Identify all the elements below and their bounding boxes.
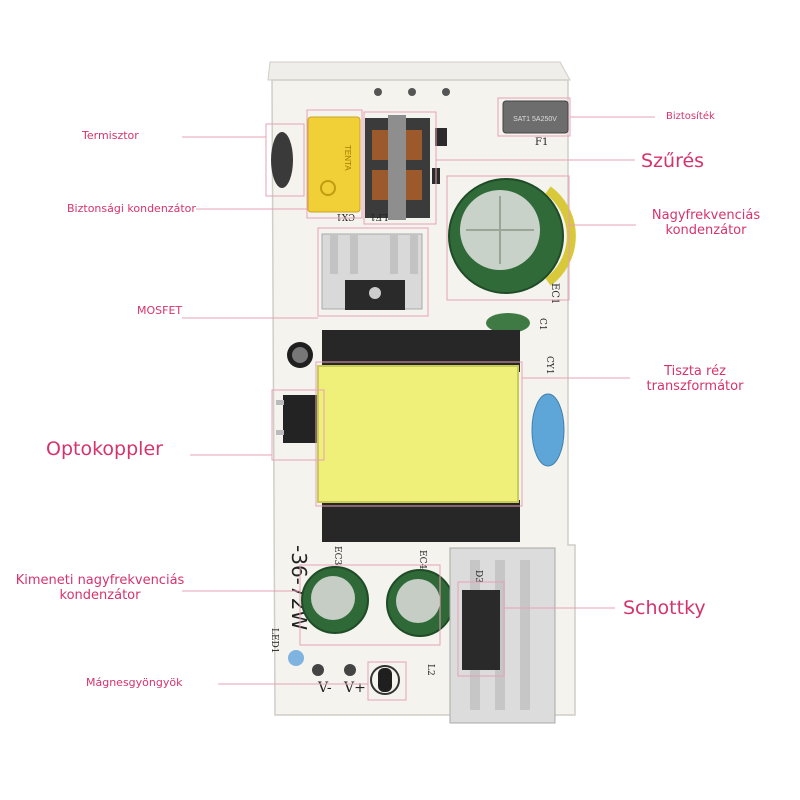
transformer-bobbin-bottom (322, 500, 520, 542)
output-capacitor-label-line1: Kimeneti nagyfrekvenciás (15, 573, 185, 588)
fuse-label: Biztosíték (666, 111, 715, 122)
cx1-text: CX1 (336, 211, 355, 221)
capacitor-brand-text: TENTA (343, 145, 352, 171)
filter-label: Szűrés (641, 150, 705, 172)
led1-text: LED1 (269, 628, 279, 654)
optocoupler-label: Optokoppler (46, 438, 163, 460)
lf1-text: LF1 (370, 211, 388, 221)
annotation-boxes (265, 97, 571, 701)
leader-lines (182, 116, 655, 685)
ec3-text: EC3 (332, 546, 342, 565)
mount-hole (408, 88, 416, 96)
transformer-label-line2: transzformátor (646, 379, 744, 394)
optocoupler-component (283, 395, 318, 443)
v-minus-text: V- (317, 680, 332, 696)
d3-text: D3 (473, 570, 483, 583)
fuse-component (502, 100, 569, 134)
hf-capacitor-label: Nagyfrekvenciás kondenzátor (636, 208, 776, 238)
transformer-label-line1: Tiszta réz (664, 364, 726, 379)
schottky-component (462, 590, 500, 670)
c1-capacitor (486, 313, 530, 333)
transformer-core (317, 365, 519, 503)
cy1-text: CY1 (544, 356, 554, 375)
l2-text: L2 (425, 664, 435, 676)
fuse-code-text: SAT1 5A250V (513, 116, 557, 123)
y-capacitor-component (531, 393, 565, 467)
magnetic-bead-label: Mágnesgyöngyök (86, 676, 183, 689)
thermistor-label: Termisztor (82, 129, 139, 142)
output-capacitor-label: Kimeneti nagyfrekvenciás kondenzátor (12, 573, 188, 603)
magnetic-bead-component (370, 665, 400, 695)
schottky-label: Schottky (623, 597, 706, 619)
mount-hole (374, 88, 382, 96)
board-top-tab (267, 61, 571, 81)
output-capacitor-label-line2: kondenzátor (59, 588, 141, 603)
f1-text: F1 (535, 137, 548, 148)
led-component (288, 650, 304, 666)
mosfet-label: MOSFET (137, 304, 183, 317)
c1-text: C1 (537, 318, 547, 331)
transformer-label: Tiszta réz transzformátor (630, 364, 760, 394)
hf-capacitor-label-line1: Nagyfrekvenciás (651, 208, 761, 223)
mount-hole (442, 88, 450, 96)
hf-capacitor-label-line2: kondenzátor (665, 223, 747, 238)
thermistor-component (271, 132, 293, 188)
ec4-text: EC4 (417, 550, 427, 569)
safety-capacitor-label: Biztonsági kondenzátor (67, 202, 196, 215)
v-plus-text: V+ (343, 680, 366, 696)
ec1-text: EC1 (549, 283, 560, 304)
